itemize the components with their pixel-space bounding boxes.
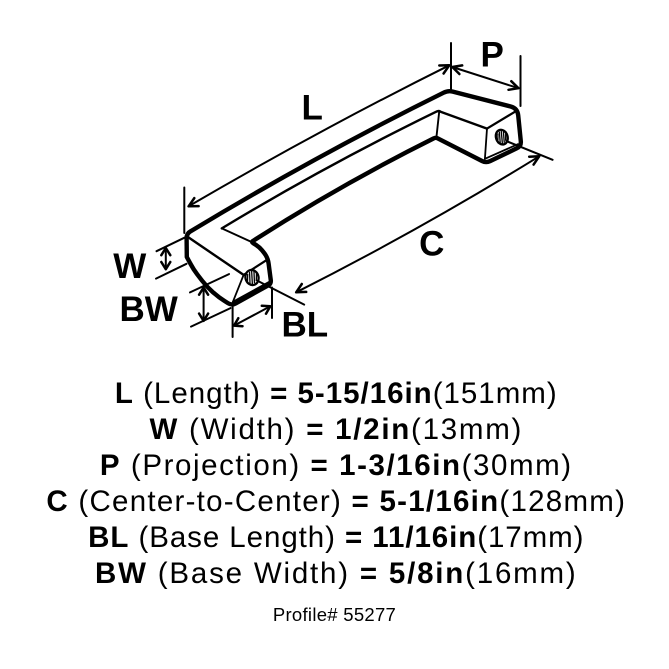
svg-text:W: W xyxy=(113,247,146,286)
svg-text:L: L xyxy=(302,88,323,127)
svg-text:BW: BW xyxy=(120,290,178,329)
svg-text:P: P xyxy=(481,36,504,75)
svg-text:BL: BL xyxy=(282,306,329,345)
svg-text:C: C xyxy=(419,225,444,264)
